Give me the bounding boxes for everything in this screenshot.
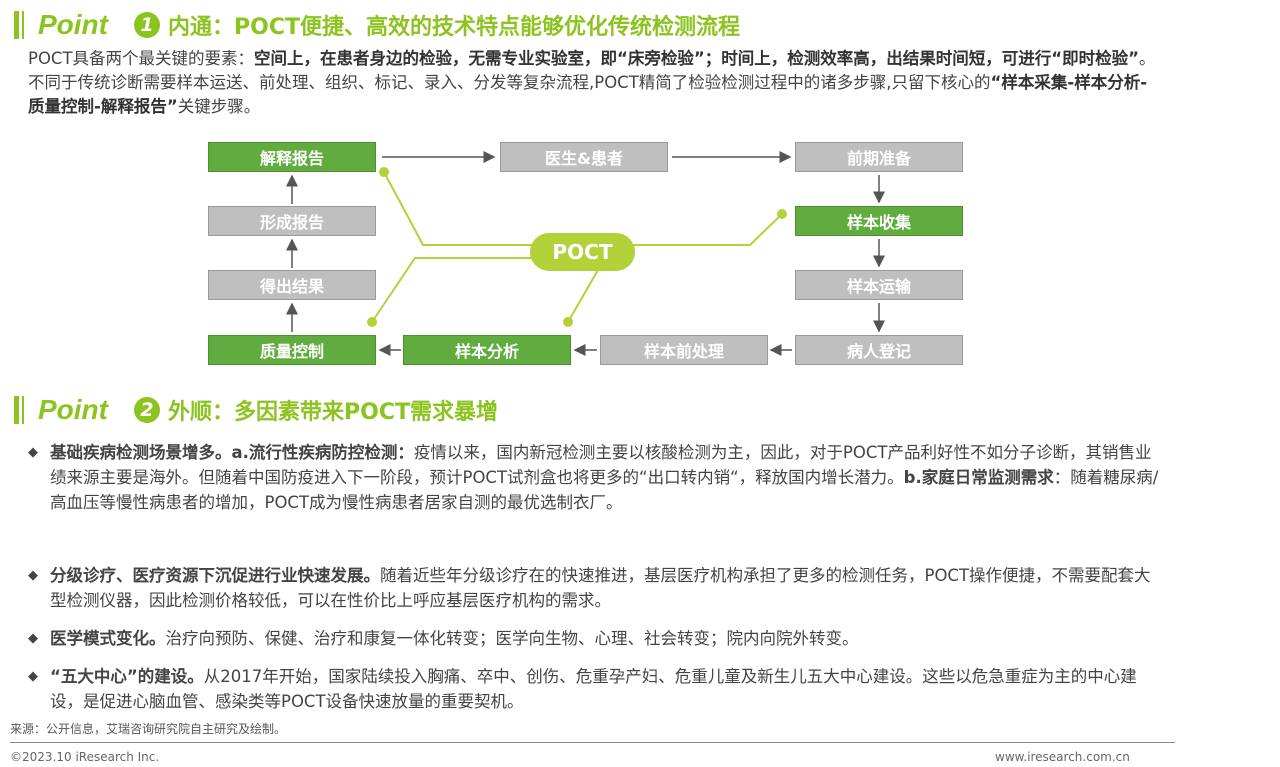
step-qc: 质量控制 bbox=[208, 335, 376, 365]
bullet-item: ◆ “五大中心”的建设。从2017年开始，国家陆续投入胸痛、卒中、创伤、危重孕产妇… bbox=[28, 664, 1163, 714]
text-segment: POCT具备两个最关键的要素： bbox=[28, 49, 255, 68]
intro-paragraph: POCT具备两个最关键的要素：空间上，在患者身边的检验，无需专业实验室，即“床旁… bbox=[28, 47, 1158, 119]
section-title: 内通：POCT便捷、高效的技术特点能够优化传统检测流程 bbox=[168, 15, 740, 40]
section1-header: Point 1 内通：POCT便捷、高效的技术特点能够优化传统检测流程 bbox=[14, 8, 740, 42]
bold-text: 基础疾病检测场景增多。a.流行性疾病防控检测： bbox=[50, 443, 414, 462]
connector-dots bbox=[367, 167, 787, 327]
poct-center: POCT bbox=[530, 233, 635, 271]
step-collect: 样本收集 bbox=[795, 206, 963, 236]
flow-diagram bbox=[286, 151, 885, 356]
header-bar bbox=[22, 396, 24, 424]
bold-text: “样本采集-样本分析-质量控制-解释报告” bbox=[28, 73, 1148, 116]
bullet-item: ◆ 分级诊疗、医疗资源下沉促进行业快速发展。随着近些年分级诊疗在的快速推进，基层医… bbox=[28, 563, 1163, 613]
section2-header: Point 2 外顺：多因素带来POCT需求暴增 bbox=[14, 393, 498, 427]
step-transport: 样本运输 bbox=[795, 270, 963, 300]
text-segment: 疫情以来，国内新冠检测主要以核酸检测为主，因此，对于POCT产品利好性不如分子诊… bbox=[50, 443, 1152, 487]
diamond-bullet-icon: ◆ bbox=[28, 631, 38, 646]
number-badge: 1 bbox=[134, 12, 160, 38]
text-segment: ：随着糖尿病/高血压等慢性病患者的增加，POCT成为慢性病患者居家自测的最优选制… bbox=[50, 468, 1159, 512]
header-bar bbox=[14, 11, 19, 39]
copyright: ©2023.10 iResearch Inc. bbox=[10, 750, 160, 764]
diamond-bullet-icon: ◆ bbox=[28, 669, 38, 684]
step-form: 形成报告 bbox=[208, 206, 376, 236]
text-segment: 。不同于传统诊断需要样本运送、前处理、组织、标记、录入、分发等复杂流程,POCT… bbox=[28, 49, 1156, 92]
flow-arrows bbox=[286, 151, 885, 356]
bold-text: 空间上，在患者身边的检验，无需专业实验室，即“床旁检验”；时间上，检测效率高，出… bbox=[254, 49, 1139, 68]
website-url: www.iresearch.com.cn bbox=[995, 750, 1130, 764]
step-report: 解释报告 bbox=[208, 142, 376, 172]
step-analysis: 样本分析 bbox=[403, 335, 571, 365]
source-note: 来源：公开信息，艾瑞咨询研究院自主研究及绘制。 bbox=[10, 722, 287, 736]
text-segment: 治疗向预防、保健、治疗和康复一体化转变；医学向生物、心理、社会转变；院内向院外转… bbox=[165, 629, 859, 648]
bold-text: b.家庭日常监测需求 bbox=[903, 468, 1054, 487]
text-segment: 随着近些年分级诊疗在的快速推进，基层医疗机构承担了更多的检测任务，POCT操作便… bbox=[50, 566, 1151, 610]
header-bar bbox=[22, 11, 24, 39]
point-label: Point bbox=[38, 394, 108, 425]
bullet-item: ◆ 医学模式变化。治疗向预防、保健、治疗和康复一体化转变；医学向生物、心理、社会转… bbox=[28, 626, 1163, 651]
header-bar bbox=[14, 396, 19, 424]
poct-connectors bbox=[371, 171, 783, 323]
step-doctor: 医生&患者 bbox=[500, 142, 668, 172]
step-result: 得出结果 bbox=[208, 270, 376, 300]
point-label: Point bbox=[38, 9, 108, 40]
diamond-bullet-icon: ◆ bbox=[28, 568, 38, 583]
text-segment: 从2017年开始，国家陆续投入胸痛、卒中、创伤、危重孕产妇、危重儿童及新生儿五大… bbox=[50, 667, 1137, 711]
bullet-item: ◆ 基础疾病检测场景增多。a.流行性疾病防控检测：疫情以来，国内新冠检测主要以核酸… bbox=[28, 440, 1163, 515]
step-register: 病人登记 bbox=[795, 335, 963, 365]
number-badge: 2 bbox=[134, 397, 160, 423]
section-title: 外顺：多因素带来POCT需求暴增 bbox=[168, 400, 498, 425]
step-prep: 前期准备 bbox=[795, 142, 963, 172]
diamond-bullet-icon: ◆ bbox=[28, 445, 38, 460]
step-preprocess: 样本前处理 bbox=[600, 335, 768, 365]
footer-divider bbox=[10, 742, 1175, 743]
bold-text: 分级诊疗、医疗资源下沉促进行业快速发展。 bbox=[50, 566, 380, 585]
bold-text: “五大中心”的建设。 bbox=[50, 667, 204, 686]
text-segment: 关键步骤。 bbox=[177, 97, 261, 116]
bold-text: 医学模式变化。 bbox=[50, 629, 166, 648]
